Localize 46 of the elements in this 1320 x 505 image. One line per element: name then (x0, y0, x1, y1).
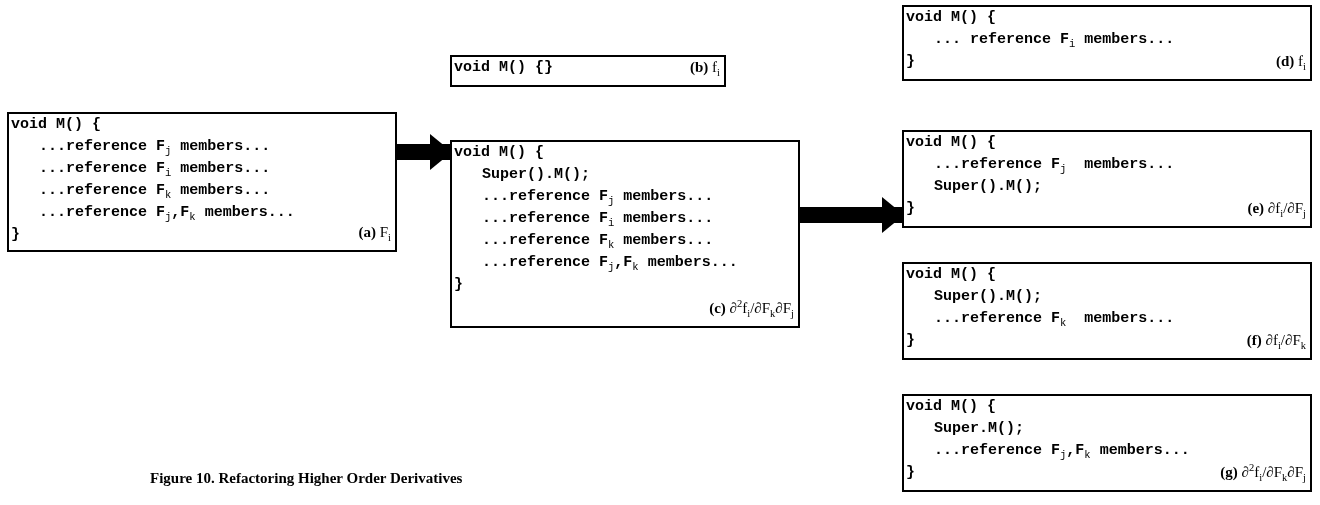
code-line: } (906, 463, 915, 483)
block-arrow (397, 134, 452, 170)
code-line: } (906, 331, 915, 351)
code-box (450, 55, 726, 87)
block-arrow (800, 197, 904, 233)
code-line: } (454, 275, 463, 295)
code-line: ...reference F$_{j}$,F$_{k}$ members... (39, 203, 295, 225)
code-line: Super().M(); (482, 165, 591, 185)
code-line: Super.M(); (934, 419, 1024, 439)
code-line: ...reference F$_{i}$ members... (39, 159, 271, 181)
panel-label: (d) f$_{i}$ (1276, 52, 1306, 74)
code-line: ...reference F$_{k}$ members... (39, 181, 271, 203)
code-line: void M() { (906, 265, 996, 285)
figure-caption: Figure 10. Refactoring Higher Order Derivatives (150, 470, 463, 487)
code-line: void M() { (906, 133, 996, 153)
code-box (902, 130, 1312, 228)
panel-label: (a) F$_{i}$ (358, 223, 391, 245)
code-line: void M() { (906, 8, 996, 28)
panel-label: (f) ∂f$_{i}$/∂F$_{k}$ (1246, 331, 1306, 353)
code-line: void M() {} (454, 58, 554, 78)
code-line: ...reference F$_{j}$,F$_{k}$ members... (934, 441, 1190, 463)
code-line: } (11, 225, 20, 245)
code-line: Super().M(); (934, 287, 1043, 307)
code-line: ...reference F$_{k}$ members... (934, 309, 1175, 331)
code-line: ...reference F$_{j}$ members... (482, 187, 714, 209)
code-line: ...reference F$_{k}$ members... (482, 231, 714, 253)
code-box (450, 140, 800, 328)
code-line: } (906, 52, 915, 72)
code-line: ...reference F$_{i}$ members... (482, 209, 714, 231)
code-line: Super().M(); (934, 177, 1043, 197)
code-line: ...reference F$_{j}$ members... (39, 137, 271, 159)
panel-label: (e) ∂f$_{i}$/∂F$_{j}$ (1247, 199, 1306, 221)
code-line: void M() { (454, 143, 544, 163)
code-box (902, 5, 1312, 81)
code-box (902, 394, 1312, 492)
code-line: ...reference F$_{j}$,F$_{k}$ members... (482, 253, 738, 275)
code-line: ... reference F$_{i}$ members... (934, 30, 1175, 52)
panel-label: (c) ∂$^{2}$f$_{i}$/∂F$_{k}$∂F$_{j}$ (709, 297, 794, 321)
code-line: void M() { (906, 397, 996, 417)
code-line: } (906, 199, 915, 219)
panel-label: (b) f$_{i}$ (690, 58, 720, 80)
code-line: ...reference F$_{j}$ members... (934, 155, 1175, 177)
panel-label: (g) ∂$^{2}$f$_{i}$/∂F$_{k}$∂F$_{j}$ (1220, 461, 1306, 485)
code-line: void M() { (11, 115, 101, 135)
code-box (7, 112, 397, 252)
code-box (902, 262, 1312, 360)
